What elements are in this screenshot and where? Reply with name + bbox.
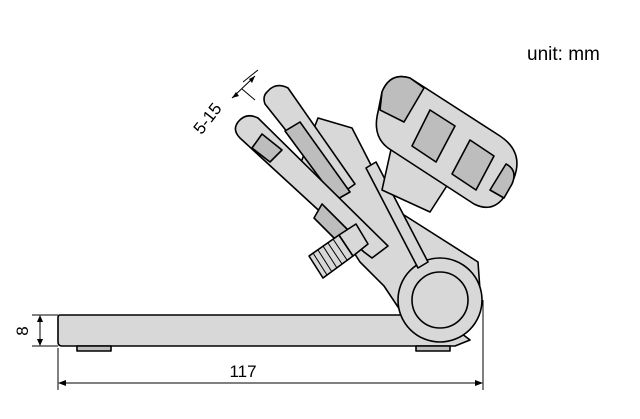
base-plate — [57, 299, 471, 352]
hinge-pivot — [397, 257, 483, 343]
pivot-bore — [411, 271, 469, 329]
thickness-dimension-label: 8 — [13, 326, 32, 335]
base-foot-right — [415, 345, 451, 352]
dimension-length: 117 — [57, 300, 484, 390]
unit-label: unit: mm — [527, 44, 600, 65]
length-dimension-label: 117 — [229, 362, 256, 381]
knurled-screw — [308, 223, 369, 279]
clamp-knob — [375, 75, 518, 213]
dimension-thickness: 8 — [13, 314, 58, 347]
base-foot-left — [76, 345, 112, 352]
blade — [365, 161, 429, 269]
gap-dimension-label: 5-15 — [190, 99, 226, 138]
